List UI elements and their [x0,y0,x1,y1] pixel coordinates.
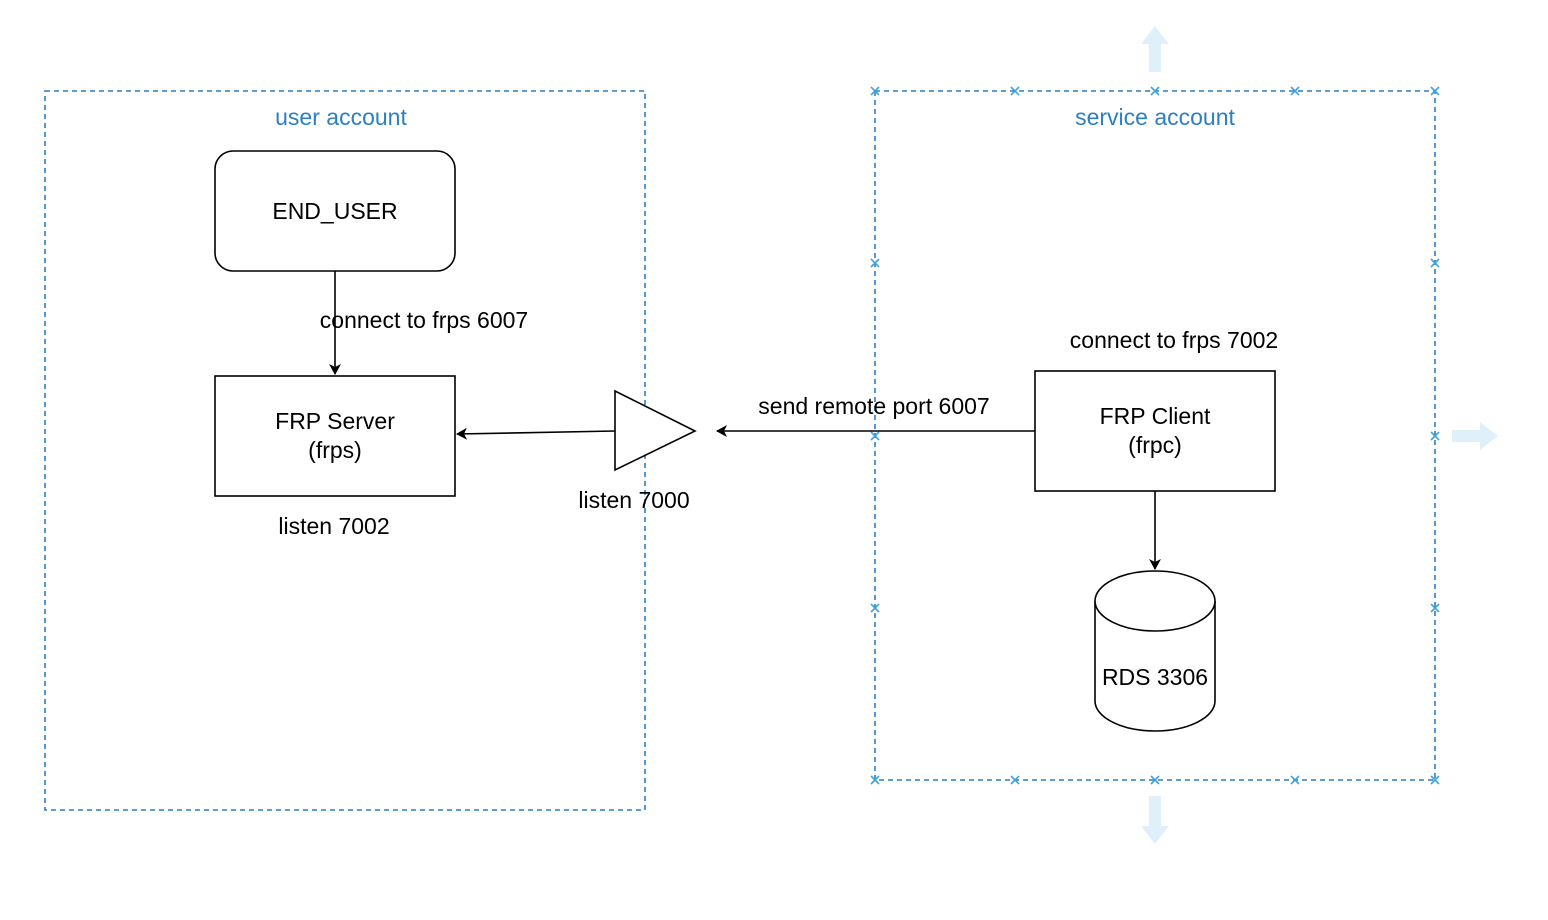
edge-listener-to-frp-server[interactable] [456,427,616,440]
expand-down-arrow-icon[interactable] [1141,796,1169,844]
group-service-account-title: service account [1075,104,1235,130]
group-user-account[interactable]: user account [44,90,646,811]
resize-handle-icon[interactable] [870,775,880,785]
edge-label-send-remote-port: send remote port 6007 [758,393,989,419]
resize-handle-icon[interactable] [1150,775,1160,785]
node-frp-server[interactable]: FRP Server (frps) [214,375,456,497]
edge-label-connect-7002: connect to frps 7002 [1070,327,1278,353]
resize-handle-icon[interactable] [870,86,880,96]
node-frp-client-label-line2: (frpc) [1128,432,1182,458]
node-listener-triangle[interactable] [614,389,697,472]
node-frp-client-label-line1: FRP Client [1100,403,1211,429]
resize-handle-icon[interactable] [1430,775,1440,785]
expand-arrows[interactable] [1141,26,1498,844]
resize-handle-icon[interactable] [1150,86,1160,96]
node-end-user[interactable]: END_USER [214,150,456,272]
resize-handle-icon[interactable] [1430,603,1440,613]
resize-handle-icon[interactable] [1430,431,1440,441]
node-frp-client[interactable]: FRP Client (frpc) [1034,370,1276,492]
resize-handle-icon[interactable] [1430,86,1440,96]
node-end-user-label: END_USER [272,198,397,224]
group-user-account-border[interactable] [44,90,646,811]
node-rds-database[interactable]: RDS 3306 [1094,570,1216,732]
resize-handle-icon[interactable] [1010,86,1020,96]
expand-right-arrow-icon[interactable] [1452,422,1498,450]
group-user-account-title: user account [275,104,407,130]
label-listen-7002: listen 7002 [278,513,389,539]
node-frp-server-label-line1: FRP Server [275,408,395,434]
node-rds-label: RDS 3306 [1102,664,1208,690]
resize-handle-icon[interactable] [1430,258,1440,268]
resize-handle-icon[interactable] [1290,775,1300,785]
resize-handle-icon[interactable] [870,258,880,268]
resize-handle-icon[interactable] [870,603,880,613]
resize-handle-icon[interactable] [1290,86,1300,96]
selection-handles[interactable] [870,86,1440,785]
resize-handle-icon[interactable] [1010,775,1020,785]
resize-handle-icon[interactable] [870,431,880,441]
node-frp-server-label-line2: (frps) [308,437,362,463]
label-listen-7000: listen 7000 [578,487,689,513]
expand-up-arrow-icon[interactable] [1141,26,1169,72]
edge-label-connect-6007: connect to frps 6007 [320,307,528,333]
